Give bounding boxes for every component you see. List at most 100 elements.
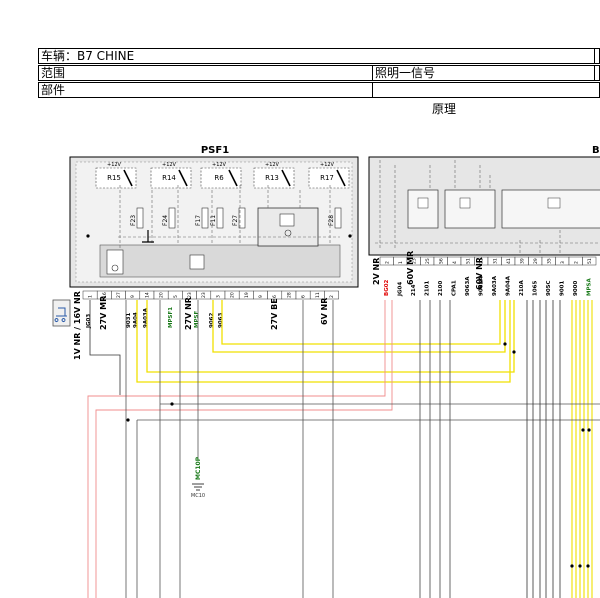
wire-yellow-1	[136, 300, 511, 383]
wire-grey-2	[125, 300, 161, 598]
signal-label: 照明一信号	[373, 66, 595, 80]
psf1-pin-number: 20	[159, 292, 165, 298]
right-pin-number: 23	[411, 258, 417, 264]
right-wire-label: 9A03A	[492, 275, 498, 296]
wire-grey-1	[89, 300, 121, 395]
wire-yellow-2	[146, 300, 515, 373]
right-sub-block-1	[407, 189, 439, 229]
controller-led-icon	[284, 229, 292, 237]
relay-r14: R14 +12V	[150, 162, 192, 189]
fuse-group: F23 F24 F17 F11 F27 F28	[130, 207, 342, 229]
psf1-sensor	[106, 249, 124, 275]
psf1-internal-wiring	[118, 185, 340, 250]
right-pin-number: 35	[546, 258, 552, 264]
ground-wire-label: MC10P	[195, 456, 202, 480]
right-chip-1-icon	[417, 197, 429, 209]
relay-contact-icon	[123, 169, 133, 187]
wire-yellow-3	[212, 300, 506, 353]
right-pin-number: 51	[465, 258, 471, 264]
relay-supply-label: +12V	[162, 162, 177, 168]
right-sub-block-2	[444, 189, 496, 229]
right-pin-number: 4	[452, 261, 458, 264]
psf1-wire-label: 9062	[209, 313, 215, 328]
fuse-label: F28	[328, 215, 335, 226]
connector-label-2v-nr: 2V NR	[372, 258, 381, 285]
psf1-pin-number: 27	[116, 292, 122, 298]
right-wire-label: BG02	[384, 279, 390, 296]
fuse-f28: F28	[328, 207, 342, 229]
right-pin-cell	[582, 256, 597, 266]
connector-label-27v-nr: 27V NR	[184, 297, 193, 330]
psf1-wire-label: 9063	[218, 313, 224, 328]
relay-label: R14	[162, 174, 176, 182]
psf1-pin-number: 28	[286, 292, 292, 298]
relay-supply-label: +12V	[212, 162, 227, 168]
fuse-label: F24	[162, 215, 169, 226]
controller-chip-icon	[279, 213, 295, 227]
fuse-f24: F24	[162, 207, 176, 229]
right-pin-number: 39	[519, 258, 525, 264]
right-wire-label: 9062A	[479, 276, 485, 296]
right-pin-number: 56	[438, 258, 444, 264]
connector-label-1v-16v: 1V NR / 16V NR	[73, 291, 82, 360]
right-pin-number: 41	[506, 258, 512, 264]
psf1-pin-number: 9	[258, 295, 264, 298]
fuse-label: F11	[210, 215, 217, 226]
relay-r6: R6 +12V	[200, 162, 242, 189]
right-wire-label: 210A	[519, 280, 525, 296]
psf1-pin-number: 16	[102, 292, 108, 298]
relay-contact-icon	[228, 169, 238, 187]
wire-grey-5	[179, 300, 334, 598]
psf1-title: PSF1	[201, 145, 229, 156]
relay-contact-icon	[281, 169, 291, 187]
psf1-pin-number: 3	[215, 295, 221, 298]
car-glyph-icon	[54, 307, 67, 322]
wire-grey-bundle	[526, 300, 561, 598]
psf1-internal-ground-icon	[142, 230, 154, 243]
psf1-wire-label: 9A04	[133, 312, 139, 328]
fuse-f27: F27	[232, 207, 246, 229]
part-label: 部件	[39, 83, 373, 97]
connector-label-27v-be: 27V BE	[270, 298, 279, 330]
relay-label: R13	[265, 174, 279, 182]
psf1-pin-number: 5	[173, 295, 179, 298]
right-chip-2-icon	[459, 197, 471, 209]
connector-label-6v-nr: 6V NR	[320, 298, 329, 325]
fuse-label: F17	[195, 215, 202, 226]
psf1-wire-label: 9031	[126, 313, 132, 328]
psf1-wire-label: MPSF1	[168, 307, 174, 328]
title-row-part: 部件	[38, 82, 600, 98]
right-wire-label: 9063A	[465, 276, 471, 296]
psf1-pin-number: 14	[144, 292, 150, 298]
right-pin-number: 3	[560, 261, 566, 264]
relay-label: R17	[320, 174, 334, 182]
fuse-f23: F23	[130, 207, 144, 229]
psf1-pin-number: 19	[244, 292, 250, 298]
right-wire-label: 214	[411, 284, 417, 296]
title-row-scope: 范围 照明一信号	[38, 65, 600, 81]
wire-red-2	[95, 300, 393, 598]
relay-r17: R17+12V	[308, 162, 350, 189]
psf1-sensor-icon	[111, 264, 119, 272]
wire-red-1	[87, 300, 386, 598]
right-wire-label: 9000	[573, 281, 579, 296]
relay-contact-icon	[336, 169, 346, 187]
psf1-controller	[257, 207, 319, 247]
relay-r13: R13+12V	[253, 162, 295, 189]
psf1-pin-number: 20	[230, 292, 236, 298]
psf1-pin-number: 23	[201, 292, 207, 298]
fuse-f17: F17	[195, 207, 209, 229]
right-wire-label: CPA1	[452, 280, 458, 296]
right-wire-label: 9A04A	[506, 275, 512, 296]
right-pin-number: 1	[398, 261, 404, 264]
fuse-label: F23	[130, 215, 137, 226]
right-wire-label: JG04	[398, 282, 404, 297]
ground-icon	[192, 483, 204, 491]
fuse-label: F27	[232, 215, 239, 226]
right-wire-label: 905C	[546, 280, 552, 296]
relay-label: R6	[214, 174, 224, 182]
